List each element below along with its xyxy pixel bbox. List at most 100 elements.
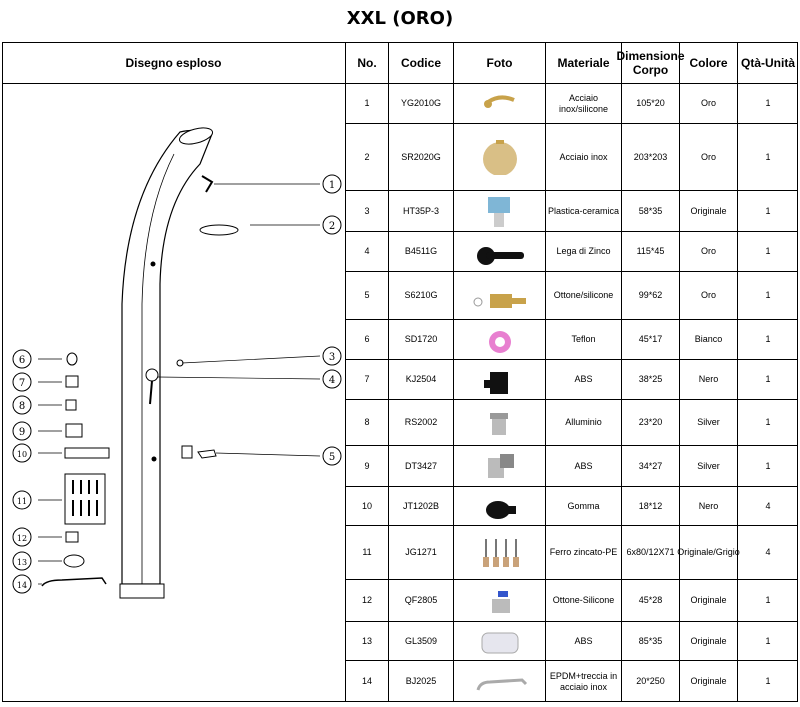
- material-cell: EPDM+treccia in acciaio inox: [546, 661, 622, 702]
- qty-cell: 1: [738, 84, 798, 124]
- dimension-cell: 85*35: [622, 622, 680, 661]
- material-cell: Lega di Zinco: [546, 232, 622, 272]
- no-cell: 1: [346, 84, 389, 124]
- exploded-drawing-svg: 1 2 3 4 5 6 7 8 9 10 11 12 13 14: [12, 127, 342, 599]
- adapter-icon: [489, 412, 508, 435]
- leader-lines: [38, 183, 321, 585]
- qty-cell: 1: [738, 622, 798, 661]
- color-cell: Oro: [680, 124, 738, 191]
- page-title: XXL (ORO): [346, 8, 454, 29]
- callout-label: 5: [329, 452, 335, 463]
- dimension-cell: 18*12: [622, 487, 680, 526]
- shower-head-icon: [482, 140, 517, 175]
- column-top-icon: [178, 127, 214, 145]
- shower-arm-icon: [483, 94, 515, 108]
- qty-cell: 1: [738, 232, 798, 272]
- part2-head-icon: [199, 224, 239, 236]
- exploded-drawing: 1 2 3 4 5 6 7 8 9 10 11 12 13 14: [2, 84, 346, 702]
- callout-label: 12: [17, 534, 27, 543]
- no-cell: 8: [346, 400, 389, 446]
- color-cell: Oro: [680, 272, 738, 320]
- qty-cell: 1: [738, 272, 798, 320]
- callout-2: [322, 215, 342, 235]
- material-cell: Acciaio inox/silicone: [546, 84, 622, 124]
- hose-connector-icon: [483, 371, 508, 394]
- dimension-cell: 99*62: [622, 272, 680, 320]
- qty-cell: 1: [738, 400, 798, 446]
- material-cell: Ferro zincato-PE: [546, 526, 622, 580]
- part6-tape-icon: [66, 352, 78, 366]
- mixer-knob-icon: [145, 368, 159, 382]
- part11-bolt-lines-icon: [72, 480, 98, 516]
- callout-1: [322, 174, 342, 194]
- quick-coupling-icon: [487, 454, 514, 478]
- header-color: Colore: [680, 42, 738, 84]
- qty-cell: 4: [738, 487, 798, 526]
- no-cell: 9: [346, 446, 389, 487]
- part5-spout-icon: [197, 449, 217, 459]
- color-cell: Silver: [680, 446, 738, 487]
- qty-cell: 4: [738, 526, 798, 580]
- part10-caps-icon: [64, 447, 110, 459]
- callout-9: [12, 421, 32, 441]
- color-cell: Bianco: [680, 320, 738, 360]
- header-photo: Foto: [454, 42, 546, 84]
- material-cell: Plastica-ceramica: [546, 191, 622, 232]
- material-cell: Alluminio: [546, 400, 622, 446]
- callout-8: [12, 395, 32, 415]
- handle-lever-icon: [476, 246, 524, 265]
- callout-label: 8: [19, 401, 25, 412]
- color-cell: Nero: [680, 487, 738, 526]
- dimension-cell: 23*20: [622, 400, 680, 446]
- part11-bolts-icon: [64, 473, 106, 525]
- photo-cell: [454, 400, 546, 446]
- table-frame: [2, 42, 798, 702]
- color-cell: Originale/Grigio: [677, 526, 740, 580]
- color-cell: Originale: [680, 580, 738, 622]
- material-cell: Ottone-Silicone: [546, 580, 622, 622]
- code-cell: QF2805: [389, 580, 454, 622]
- photo-cell: [454, 446, 546, 487]
- rubber-cap-icon: [485, 501, 516, 519]
- dimension-cell: 115*45: [622, 232, 680, 272]
- dimension-cell: 58*35: [622, 191, 680, 232]
- part12-valve-icon: [65, 531, 79, 543]
- photo-cell: [454, 360, 546, 400]
- callout-14: [12, 574, 32, 594]
- no-cell: 6: [346, 320, 389, 360]
- callout-3: [322, 346, 342, 366]
- no-cell: 12: [346, 580, 389, 622]
- callout-10: [12, 443, 32, 463]
- photo-cell: [454, 526, 546, 580]
- callout-labels: 1 2 3 4 5 6 7 8 9 10 11 12 13 14: [17, 180, 335, 590]
- material-cell: Teflon: [546, 320, 622, 360]
- code-cell: S6210G: [389, 272, 454, 320]
- callout-12: [12, 527, 32, 547]
- anchor-bolts-icon: [482, 538, 519, 567]
- tap-spout-icon: [473, 293, 526, 308]
- shower-column-icon: [121, 129, 213, 585]
- qty-cell: 1: [738, 580, 798, 622]
- code-cell: KJ2504: [389, 360, 454, 400]
- no-cell: 4: [346, 232, 389, 272]
- color-cell: Oro: [680, 232, 738, 272]
- header-no: No.: [346, 42, 389, 84]
- code-cell: SR2020G: [389, 124, 454, 191]
- qty-cell: 1: [738, 446, 798, 487]
- part9-coupling-icon: [65, 423, 83, 438]
- callout-label: 1: [329, 180, 335, 191]
- qty-cell: 1: [738, 124, 798, 191]
- no-cell: 13: [346, 622, 389, 661]
- callout-11: [12, 490, 32, 510]
- photo-cell: [454, 487, 546, 526]
- dimension-cell: 20*250: [622, 661, 680, 702]
- no-cell: 14: [346, 661, 389, 702]
- callout-label: 6: [19, 355, 25, 366]
- no-cell: 7: [346, 360, 389, 400]
- column-screw-icon: [150, 261, 156, 267]
- photo-cell: [454, 661, 546, 702]
- callout-label: 11: [17, 497, 27, 506]
- material-cell: Acciaio inox: [546, 124, 622, 191]
- photo-cell: [454, 191, 546, 232]
- no-cell: 3: [346, 191, 389, 232]
